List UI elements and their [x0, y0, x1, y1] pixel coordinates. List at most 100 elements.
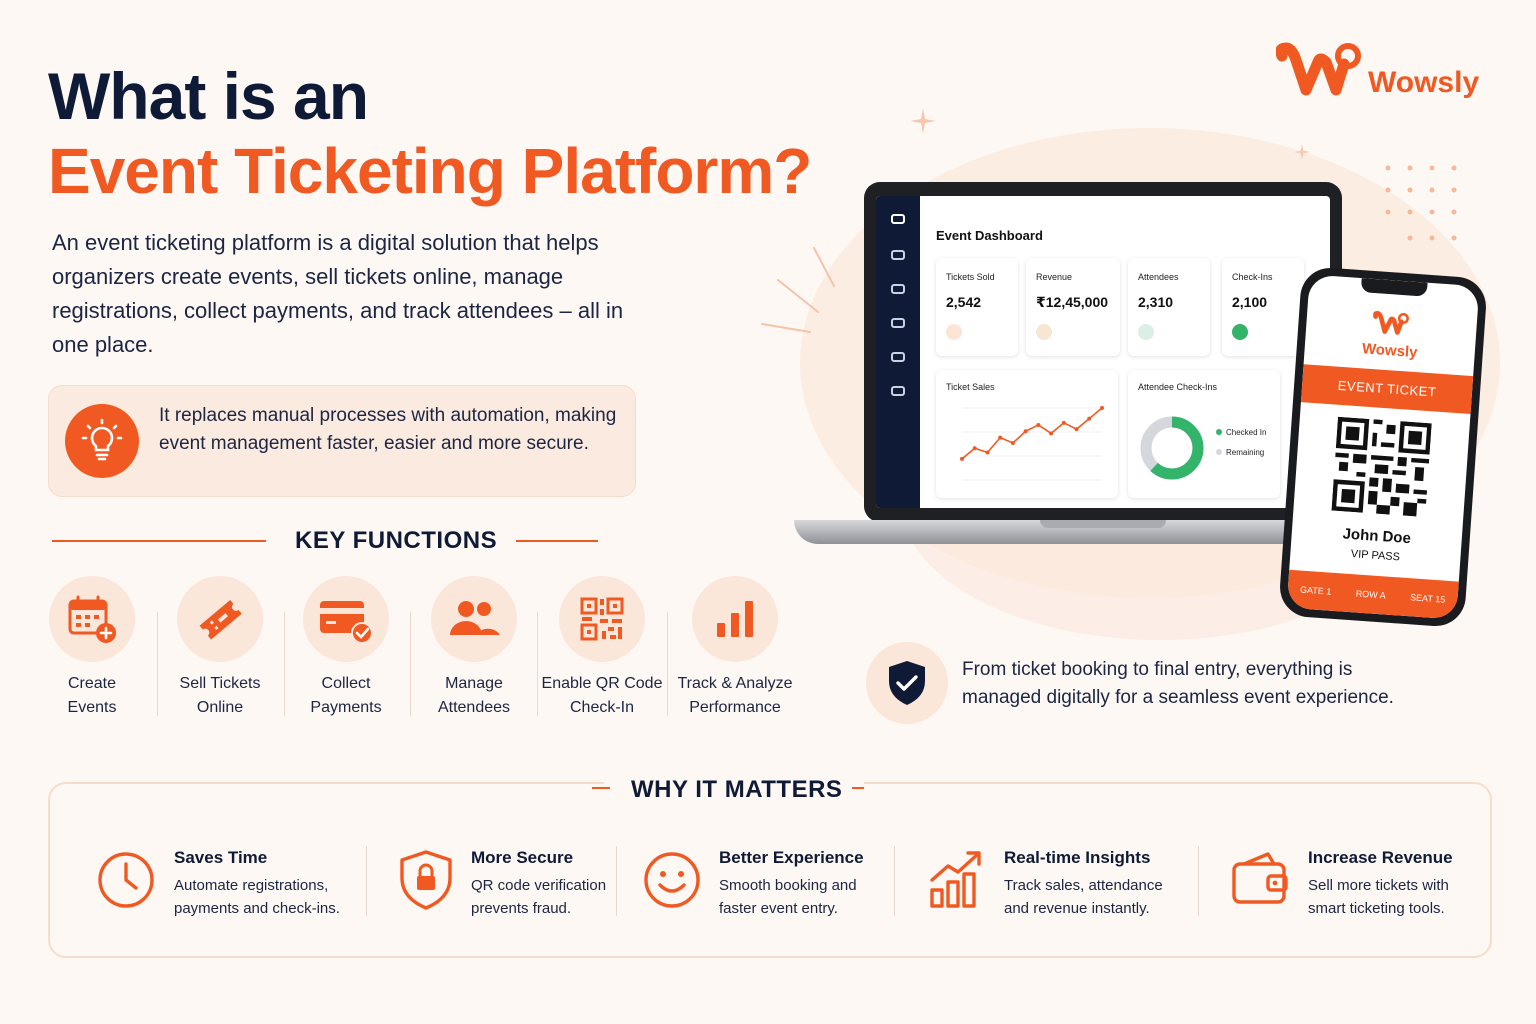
page-title-line2: Event Ticketing Platform?: [48, 135, 812, 207]
bar-chart-icon: [692, 576, 778, 662]
stat-value: 2,542: [946, 294, 982, 310]
function-label: Enable QR Code Check-In: [541, 675, 663, 716]
dashboard-sidebar: [876, 196, 920, 508]
stat-card-revenue[interactable]: Revenue ₹12,45,000: [1026, 258, 1120, 356]
secure-note-text: From ticket booking to final entry, ever…: [962, 659, 1394, 708]
ticket-seat: SEAT 15: [1409, 592, 1446, 605]
stat-value: ₹12,45,000: [1036, 294, 1109, 310]
ticket-sales-point: [1087, 416, 1092, 421]
ticket-stat-icon: [946, 324, 962, 340]
why-it-matters-box: [48, 782, 1492, 958]
burst-lines: [761, 247, 835, 333]
legend-remaining: Remaining: [1216, 448, 1264, 457]
why-separator: [894, 846, 895, 916]
stat-label: Check-Ins: [1232, 272, 1273, 282]
dashboard-title: Event Dashboard: [936, 228, 1043, 243]
why-separator: [366, 846, 367, 916]
why-title: More Secure: [471, 848, 574, 867]
ticket-sales-point: [960, 456, 964, 461]
ticket-icon: [177, 576, 263, 662]
highlight-callout: It replaces manual processes with automa…: [48, 385, 636, 497]
intro-paragraph: An event ticketing platform is a digital…: [52, 230, 624, 357]
coin-icon: [1036, 324, 1052, 340]
lightbulb-icon: [65, 404, 139, 478]
why-title: Better Experience: [719, 848, 864, 867]
function-manage-attendees: Manage Attendees: [412, 576, 536, 720]
why-separator: [616, 846, 617, 916]
highlight-text: It replaces manual processes with automa…: [159, 405, 617, 454]
wowsly-logo-text: Wowsly: [1368, 66, 1480, 99]
why-desc: Track sales, attendance and revenue inst…: [1004, 877, 1163, 917]
ticket-sales-point: [1010, 440, 1015, 445]
users-stat-icon: [1138, 324, 1154, 340]
ticket-sales-point: [1100, 406, 1104, 410]
why-desc: QR code verification prevents fraud.: [471, 877, 607, 917]
function-separator: [410, 612, 411, 716]
ticket-sales-panel: Ticket Sales: [936, 370, 1118, 498]
panel-title: Ticket Sales: [946, 382, 995, 392]
ticket-sales-line-chart: [960, 406, 1104, 481]
ticket-brand: Wowsly: [1361, 340, 1419, 362]
why-heading-backdrop: [604, 770, 864, 800]
function-label: Manage Attendees: [437, 675, 511, 716]
stat-card-attendees[interactable]: Attendees 2,310: [1128, 258, 1210, 356]
smiley-icon: [644, 852, 700, 908]
wowsly-logo-icon: [1276, 42, 1361, 96]
checkins-donut-chart: [1140, 416, 1204, 480]
sidebar-nav-icon[interactable]: [891, 214, 905, 224]
panel-title: Attendee Check-Ins: [1138, 382, 1218, 392]
users-icon: [431, 576, 517, 662]
ticket-gate: GATE 1: [1299, 584, 1332, 597]
ticket-sales-point: [1061, 420, 1066, 425]
divider-line: [52, 540, 266, 542]
why-separator: [1198, 846, 1199, 916]
credit-card-check-icon: [303, 576, 389, 662]
legend-checked-in: Checked In: [1216, 428, 1266, 437]
wallet-icon: [1232, 852, 1288, 904]
why-title: Saves Time: [174, 848, 268, 867]
sidebar-nav-icon[interactable]: [891, 386, 905, 396]
stat-label: Revenue: [1036, 272, 1073, 282]
key-functions-heading: KEY FUNCTIONS: [295, 527, 498, 554]
function-label: Sell Tickets Online: [179, 675, 261, 716]
stat-value: 2,310: [1138, 294, 1174, 310]
why-desc: Smooth booking and faster event entry.: [719, 877, 857, 917]
ticket-sales-point: [1023, 429, 1028, 434]
sidebar-nav-icon[interactable]: [891, 284, 905, 294]
page-title-line1: What is an: [48, 59, 369, 133]
stat-card-check-ins[interactable]: Check-Ins 2,100: [1222, 258, 1304, 356]
divider-line: [516, 540, 598, 542]
sparkle-icon: [910, 108, 936, 134]
why-it-matters-heading: WHY IT MATTERS: [631, 776, 843, 803]
ticket-qr-code[interactable]: [1331, 416, 1432, 518]
event-dashboard: Event Dashboard Tickets Sold 2,542 Reven…: [876, 196, 1330, 508]
sidebar-nav-icon[interactable]: [891, 250, 905, 260]
why-desc: Sell more tickets with smart ticketing t…: [1308, 877, 1449, 917]
function-separator: [667, 612, 668, 716]
ticket-sales-point: [1036, 422, 1041, 427]
why-title: Real-time Insights: [1004, 848, 1151, 867]
ticket-sales-point: [998, 435, 1003, 440]
function-label: Collect Payments: [310, 675, 382, 716]
ticket-band: EVENT TICKET: [1300, 364, 1474, 415]
ticket-sales-point: [1074, 427, 1079, 432]
divider-line: [592, 787, 610, 789]
function-separator: [537, 612, 538, 716]
divider-line: [852, 787, 864, 789]
sidebar-nav-icon[interactable]: [891, 318, 905, 328]
sidebar-nav-icon[interactable]: [891, 352, 905, 362]
qr-code-icon: [559, 576, 645, 662]
function-collect-payments: Collect Payments: [284, 576, 408, 720]
function-track-analyze: Track & Analyze Performance: [674, 576, 796, 720]
stat-card-tickets-sold[interactable]: Tickets Sold 2,542: [936, 258, 1018, 356]
function-separator: [157, 612, 158, 716]
stat-value: 2,100: [1232, 294, 1268, 310]
ticket-sales-point: [1049, 431, 1054, 436]
stat-label: Tickets Sold: [946, 272, 995, 282]
ticket-sales-line: [961, 407, 1103, 460]
function-label: Create Events: [67, 675, 117, 716]
phone-notch: [1360, 278, 1428, 297]
ticket-footer: GATE 1 ROW A SEAT 15: [1286, 569, 1459, 620]
clock-icon: [98, 852, 154, 908]
ticket-sales-point: [972, 446, 977, 451]
